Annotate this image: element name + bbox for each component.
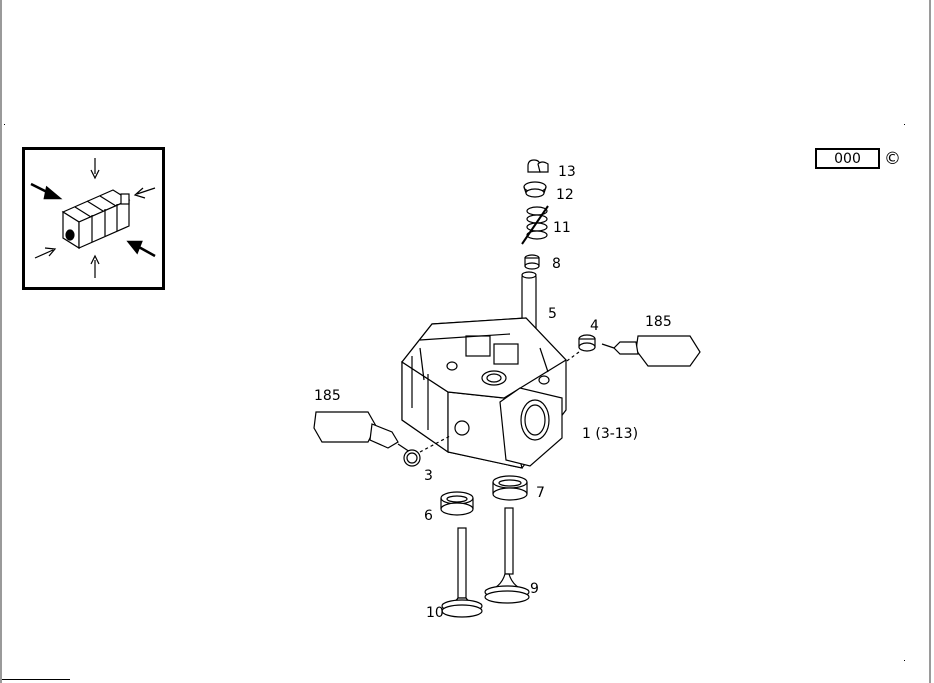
callout-9: 9 [530, 581, 539, 597]
right-border [929, 0, 931, 683]
part-185-sealant-tube-left [313, 411, 411, 453]
part-185-sealant-tube-right [601, 335, 701, 367]
part-9-valve [484, 507, 530, 604]
part-3-seal-ring [403, 435, 451, 467]
callout-185-left: 185 [314, 388, 341, 404]
part-11-valve-spring [521, 205, 549, 245]
callout-8: 8 [552, 256, 561, 272]
orientation-thumbnail [22, 147, 165, 290]
callout-185-right: 185 [645, 314, 672, 330]
callout-11: 11 [553, 220, 571, 236]
callout-10: 10 [426, 605, 444, 621]
corner-mark [904, 660, 905, 661]
left-border [0, 0, 2, 683]
callout-3: 3 [424, 468, 433, 484]
corner-mark [4, 124, 5, 125]
part-1-cylinder-head [401, 317, 567, 469]
callout-1: 1 (3-13) [582, 426, 638, 442]
reference-code-box: 000 [815, 148, 880, 169]
callout-7: 7 [536, 485, 545, 501]
part-12-spring-retainer [523, 181, 547, 198]
callout-4: 4 [590, 318, 599, 334]
corner-mark [904, 124, 905, 125]
part-10-valve [441, 527, 483, 618]
callout-5: 5 [548, 306, 557, 322]
callout-6: 6 [424, 508, 433, 524]
callout-12: 12 [556, 187, 574, 203]
bottom-tab [2, 679, 70, 683]
part-4-plug [551, 334, 596, 373]
part-6-valve-seat-insert [440, 491, 474, 516]
engine-block-orientation-icon [30, 158, 156, 278]
part-7-valve-seat-insert [492, 475, 528, 501]
copyright-icon: © [884, 149, 901, 169]
part-13-valve-keepers [527, 159, 549, 173]
callout-13: 13 [558, 164, 576, 180]
part-8-valve-stem-seal [524, 254, 540, 270]
